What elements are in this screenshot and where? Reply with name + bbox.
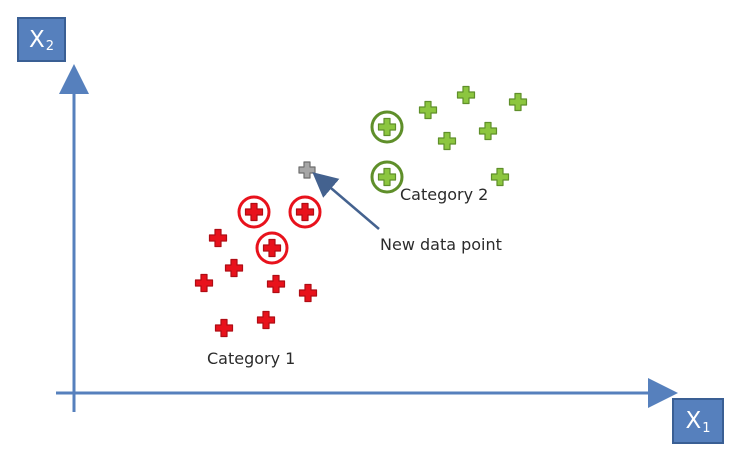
x-axis-subscript: 1	[702, 420, 711, 436]
gray-plus-icon	[298, 161, 316, 179]
red-plus-icon	[262, 238, 282, 258]
red-plus-icon	[295, 202, 315, 222]
red-plus-icon	[208, 228, 228, 248]
green-plus-icon	[508, 92, 528, 112]
green-plus-icon	[437, 131, 457, 151]
green-plus-icon	[377, 167, 397, 187]
red-plus-icon	[266, 274, 286, 294]
red-plus-icon	[256, 310, 276, 330]
y-axis-subscript: 2	[45, 39, 55, 54]
category-2-label: Category 2	[400, 185, 489, 204]
red-plus-icon	[244, 202, 264, 222]
y-axis-label: X	[28, 26, 45, 53]
new-data-point-label: New data point	[380, 235, 502, 254]
green-plus-icon	[456, 85, 476, 105]
green-plus-icon	[490, 167, 510, 187]
green-plus-icon	[377, 117, 397, 137]
green-plus-icon	[418, 100, 438, 120]
x-axis-label: X	[685, 408, 702, 434]
red-plus-icon	[224, 258, 244, 278]
red-plus-icon	[214, 318, 234, 338]
red-plus-icon	[194, 273, 214, 293]
new-point-arrow	[312, 172, 380, 230]
category-1-label: Category 1	[207, 349, 296, 368]
red-plus-icon	[298, 283, 318, 303]
green-plus-icon	[478, 121, 498, 141]
